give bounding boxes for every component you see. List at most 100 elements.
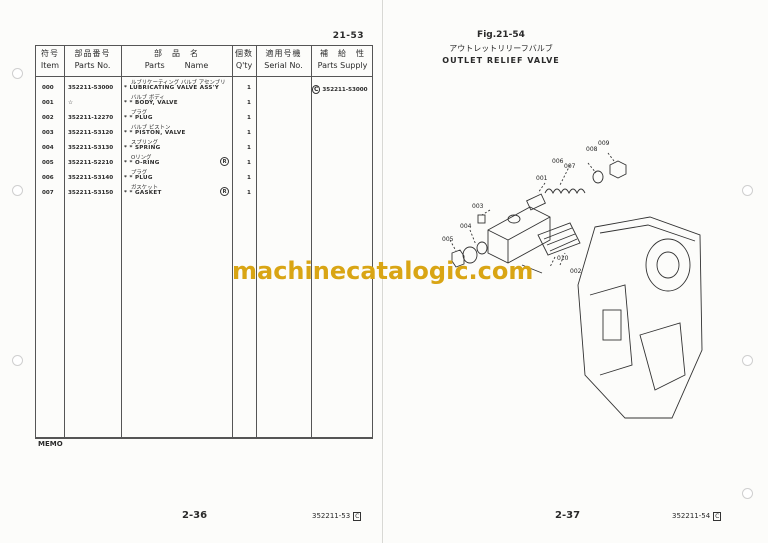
callout-label: 005 [442,236,454,243]
exploded-parts-diagram: 001 002 003 004 005 006 007 008 009 010 [442,140,703,419]
spring [544,188,586,195]
gasket [537,222,581,256]
part-name-jp: スプリング [131,140,158,146]
replacement-mark: R [220,187,229,196]
part-name-jp: プラグ [131,110,148,116]
part-name: * * SPRING [124,145,161,151]
item-code: 002 [42,115,54,121]
figure-number: Fig.21-54 [477,30,525,40]
part-name: * * PLUG [124,115,153,121]
part-name-jp: ルブリケーティング バルブ アセンブリ [131,80,226,86]
parts-row: 004 352211-53130 スプリング* * SPRING 1 [36,138,374,153]
part-number: 352211-53000 [68,85,114,91]
item-code: 000 [42,85,54,91]
part-name-jp: ガスケット [131,185,158,191]
binder-hole [12,355,23,366]
item-code: 004 [42,145,54,151]
column-divider [311,46,312,437]
housing-rib [589,284,633,376]
header-qty: 個数 Q'ty [235,49,253,70]
part-name: * * PISTON, VALVE [124,130,186,136]
bolt [477,214,486,224]
part-number: 352211-52210 [68,160,114,166]
part-name: * * GASKET [124,190,162,196]
replacement-mark: R [220,157,229,166]
ring [592,170,604,184]
part-name: * * PLUG [124,175,153,181]
callout-label: 003 [472,203,484,210]
column-divider [64,46,65,437]
quantity: 1 [247,175,251,181]
header-item: 符号 Item [40,49,60,70]
housing-detail [639,322,686,391]
housing-boss-inner [656,251,680,279]
item-code: 005 [42,160,54,166]
quantity: 1 [247,130,251,136]
callout-label: 008 [586,146,598,153]
supply-part-number: 352211-53000 [322,87,368,93]
callout-label: 009 [598,140,610,147]
part-name: * * BODY, VALVE [124,100,178,106]
parts-row: 002 352211-12270 プラグ* * PLUG 1 [36,108,374,123]
part-name-jp: バルブ ボディ [131,95,165,101]
part-number: 352211-53150 [68,190,114,196]
part-name-jp: プラグ [131,170,148,176]
watermark: machinecatalogic.com [232,257,534,285]
column-divider [232,46,233,437]
plug [609,160,627,179]
memo-label: MEMO [38,440,63,448]
quantity: 1 [247,145,251,151]
item-code: 007 [42,190,54,196]
pin [521,264,543,274]
header-parts-no: 部品番号 Parts No. [74,49,111,70]
valve-port [507,214,521,224]
callout-label: 010 [557,255,569,262]
item-code: 003 [42,130,54,136]
part-number: ☆ [68,100,74,106]
callout-label: 007 [564,163,576,170]
page-number-right: 2-37 [555,510,581,521]
column-divider [121,46,122,437]
valve-body-edge [487,216,551,263]
quantity: 1 [247,85,251,91]
quantity: 1 [247,100,251,106]
gearbox-housing [577,216,703,419]
callout-label: 001 [536,175,548,182]
part-number: 352211-53140 [68,175,114,181]
gasket-hatch [543,227,578,252]
part-name-jp: Oリング [131,155,152,161]
quantity: 1 [247,160,251,166]
item-code: 001 [42,100,54,106]
housing-port [602,309,622,341]
housing-boss [645,238,691,292]
header-divider [36,76,372,77]
supply-symbol: C [312,85,321,94]
header-serial: 適用号機 Serial No. [264,49,303,70]
left-page: 21-53 符号 Item 部品番号 Parts No. 部 品 名 Parts… [0,0,383,543]
figure-title-jp: アウトレットリリーフバルブ [449,44,553,53]
parts-row: 007 352211-53150 ガスケット* * GASKET 1 R [36,183,374,198]
quantity: 1 [247,190,251,196]
header-supply: 補 給 性 Parts Supply [317,49,368,70]
page-number: 2-36 [182,510,208,521]
callout-label: 002 [570,268,582,275]
leader-line [449,152,615,268]
washer [476,241,488,255]
part-number: 352211-53120 [68,130,114,136]
part-number: 352211-12270 [68,115,114,121]
housing-flange [599,224,696,242]
part-number: 352211-53130 [68,145,114,151]
callout-label: 006 [552,158,564,165]
binder-hole [742,488,753,499]
plug-small [451,249,465,268]
quantity: 1 [247,115,251,121]
binder-hole [742,355,753,366]
parts-row: 001 ☆ バルブ ボディ* * BODY, VALVE 1 [36,93,374,108]
